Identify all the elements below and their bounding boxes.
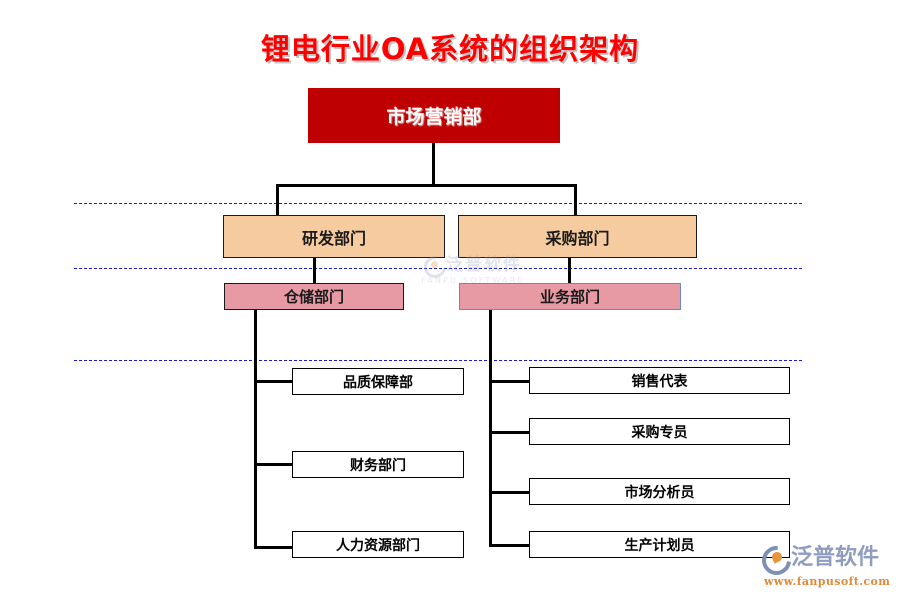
node-finance-department-label: 财务部门 xyxy=(350,457,406,474)
watermark-text-row: 泛普软件 xyxy=(378,251,568,283)
divider-level-2 xyxy=(74,268,802,269)
brand-url-label[interactable]: www.fanpusoft.com xyxy=(764,575,891,588)
connector-root-split xyxy=(276,184,577,187)
node-hr-department-label: 人力资源部门 xyxy=(336,537,420,554)
brand-logo-row: 泛普软件 xyxy=(756,540,896,581)
node-market-analyst-label: 市场分析员 xyxy=(624,484,695,501)
divider-level-1 xyxy=(74,203,802,204)
divider-level-3 xyxy=(74,360,802,361)
node-purchase-department-label: 采购部门 xyxy=(545,228,610,248)
connector-right-elbow-3 xyxy=(489,491,531,494)
connector-right-elbow-4 xyxy=(489,544,531,547)
connector-left-elbow-1 xyxy=(254,380,294,383)
node-sales-rep-label: 销售代表 xyxy=(631,373,688,390)
connector-left-trunk xyxy=(254,310,257,549)
connector-left-elbow-2 xyxy=(254,463,294,466)
node-hr-department[interactable]: 人力资源部门 xyxy=(292,531,464,558)
connector-root-stem xyxy=(432,143,435,185)
node-purchase-department[interactable]: 采购部门 xyxy=(458,215,697,258)
brand-logo[interactable]: 泛普软件 www.fanpusoft.com xyxy=(756,540,896,595)
node-root-label: 市场营销部 xyxy=(386,106,482,128)
page-title: 锂电行业OA系统的组织架构 xyxy=(260,32,640,66)
brand-name-label: 泛普软件 xyxy=(791,545,880,570)
node-warehouse-department-label: 仓储部门 xyxy=(283,288,344,306)
node-quality-assurance-label: 品质保障部 xyxy=(343,374,413,391)
node-production-planner[interactable]: 生产计划员 xyxy=(529,531,790,558)
fanpu-brand-icon xyxy=(756,540,797,581)
connector-root-to-purchase xyxy=(574,184,577,215)
node-production-planner-label: 生产计划员 xyxy=(624,537,695,554)
connector-right-trunk xyxy=(489,310,492,546)
node-business-department-label: 业务部门 xyxy=(539,288,600,306)
connector-right-elbow-2 xyxy=(489,431,531,434)
node-quality-assurance[interactable]: 品质保障部 xyxy=(292,368,464,395)
connector-root-to-rd xyxy=(276,184,279,215)
node-business-department[interactable]: 业务部门 xyxy=(459,283,681,310)
node-rd-department[interactable]: 研发部门 xyxy=(223,215,445,258)
fanpu-logo-icon xyxy=(419,251,451,283)
connector-left-elbow-3 xyxy=(254,546,294,549)
connector-right-elbow-1 xyxy=(489,380,531,383)
center-watermark: 泛普软件 FANPU SOFTWARE xyxy=(378,251,568,285)
node-market-analyst[interactable]: 市场分析员 xyxy=(529,478,790,505)
node-finance-department[interactable]: 财务部门 xyxy=(292,451,464,478)
node-purchasing-specialist[interactable]: 采购专员 xyxy=(529,418,790,445)
node-sales-rep[interactable]: 销售代表 xyxy=(529,367,790,394)
connector-purchase-to-business xyxy=(568,258,571,283)
node-warehouse-department[interactable]: 仓储部门 xyxy=(224,283,404,310)
node-root-marketing[interactable]: 市场营销部 xyxy=(308,88,560,143)
connector-rd-to-warehouse xyxy=(313,258,316,283)
node-rd-department-label: 研发部门 xyxy=(301,228,366,248)
watermark-cn-label: 泛普软件 xyxy=(446,255,522,275)
node-purchasing-specialist-label: 采购专员 xyxy=(631,424,688,441)
